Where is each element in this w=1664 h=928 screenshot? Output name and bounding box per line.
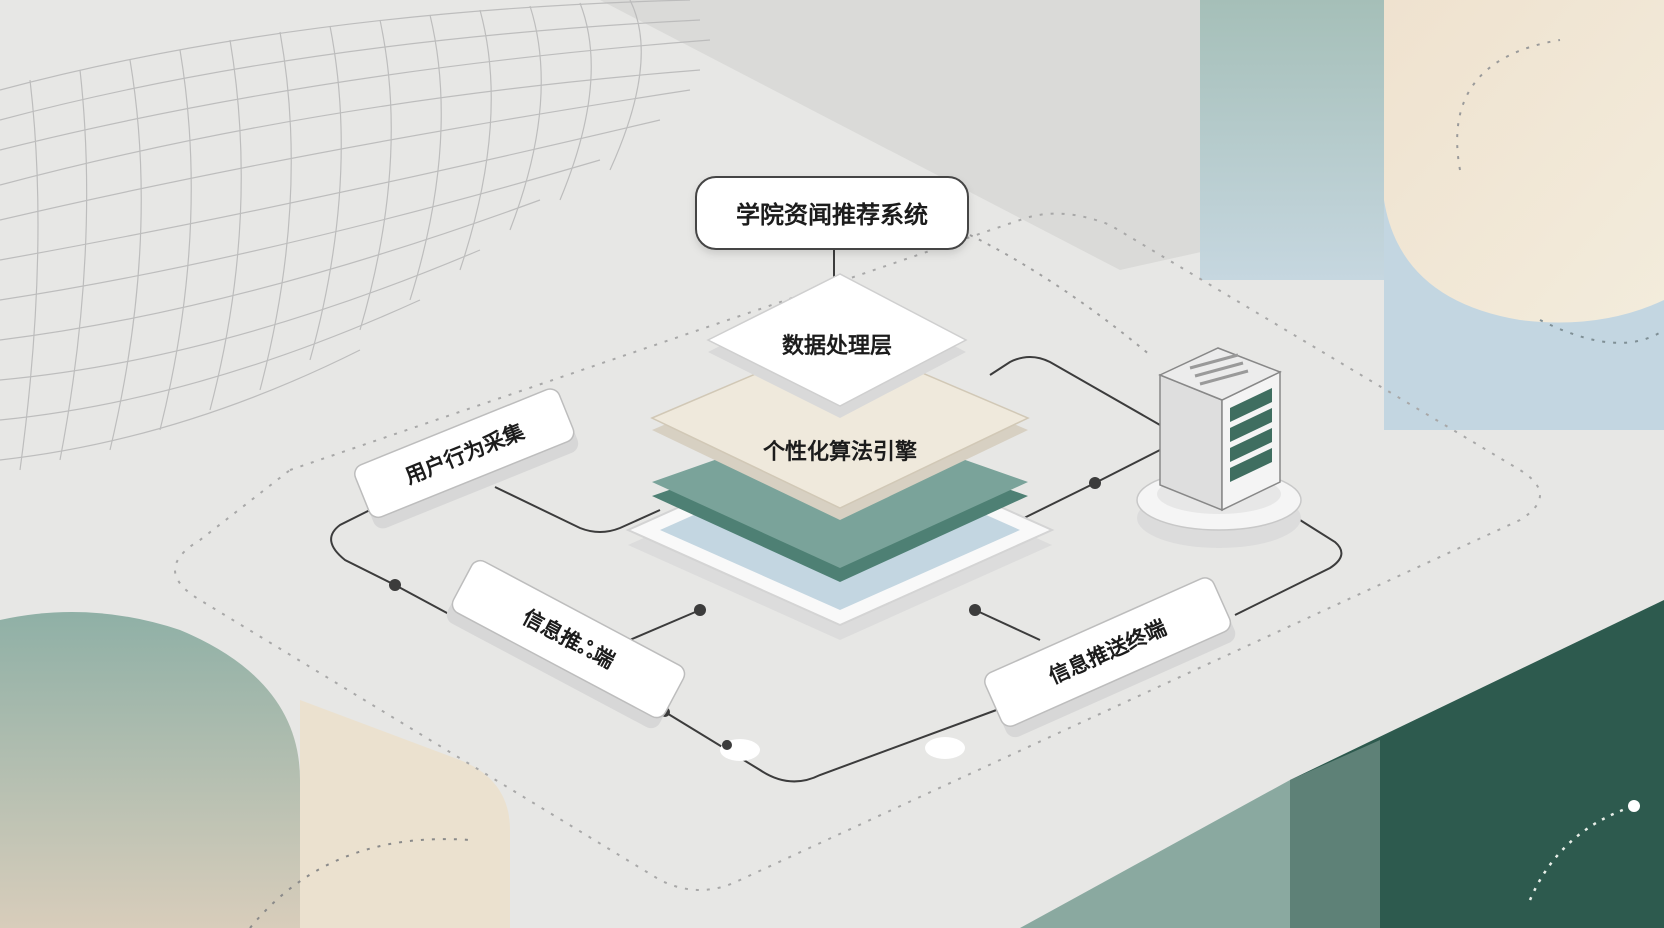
algorithm-layer-label: 个性化算法引擎	[763, 439, 917, 465]
diagram-title: 学院资闻推荐系统	[736, 201, 928, 229]
server-icon	[1137, 348, 1301, 548]
title-box: 学院资闻推荐系统	[696, 177, 968, 249]
data-layer-label: 数据处理层	[782, 333, 892, 359]
